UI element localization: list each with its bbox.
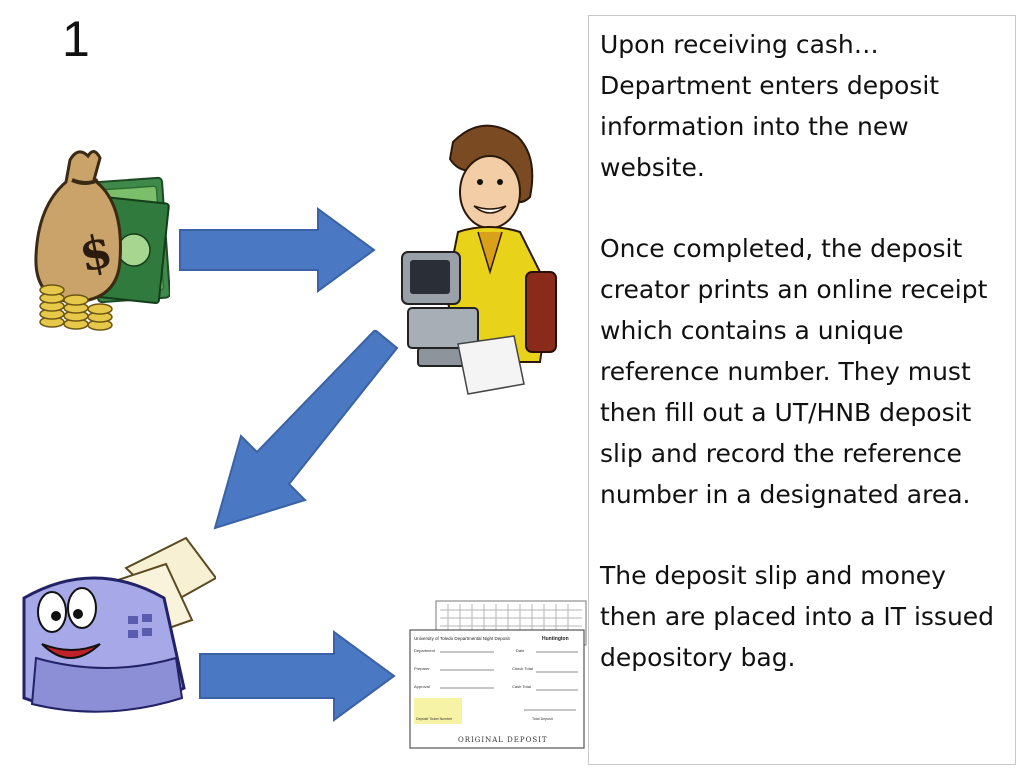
coin-stacks	[39, 284, 113, 331]
arrow-right-icon	[179, 207, 376, 293]
slip-field-preparer: Preparer	[414, 666, 430, 671]
slip-ref-label: Deposit Ticket Number	[416, 717, 453, 721]
slip-field-approval: Approval	[414, 684, 430, 689]
slip-bank: Huntington	[542, 636, 569, 642]
arrow-down-left-icon	[213, 330, 399, 530]
person-at-computer-icon	[401, 124, 557, 395]
printer-icon	[22, 536, 216, 713]
paragraph-receipt: Once completed, the deposit creator prin…	[600, 234, 996, 509]
slip-footer: ORIGINAL DEPOSIT	[458, 736, 548, 744]
slip-total-label: Total Deposit	[532, 717, 553, 721]
slip-field-department: Department	[414, 648, 436, 653]
slip-field-check-total: Check Total	[512, 666, 533, 671]
description-textbox: Upon receiving cash… Department enters d…	[588, 15, 1016, 765]
bag: $	[34, 150, 122, 304]
slip-field-date: Date	[516, 648, 525, 653]
deposit-slip-back: University of Toledo Departmental Night …	[409, 600, 587, 749]
paragraph-intro: Upon receiving cash… Department enters d…	[600, 30, 948, 182]
arrow-right-icon	[199, 630, 396, 722]
slip-header: University of Toledo Departmental Night …	[414, 636, 510, 641]
deposit-slip: University of Toledo Departmental Night …	[408, 600, 588, 750]
paragraph-bag: The deposit slip and money then are plac…	[600, 561, 1010, 672]
slip-field-cash-total: Cash Total	[512, 684, 531, 689]
slide-number: 1	[62, 11, 90, 67]
money-bag-icon: $	[34, 150, 170, 331]
